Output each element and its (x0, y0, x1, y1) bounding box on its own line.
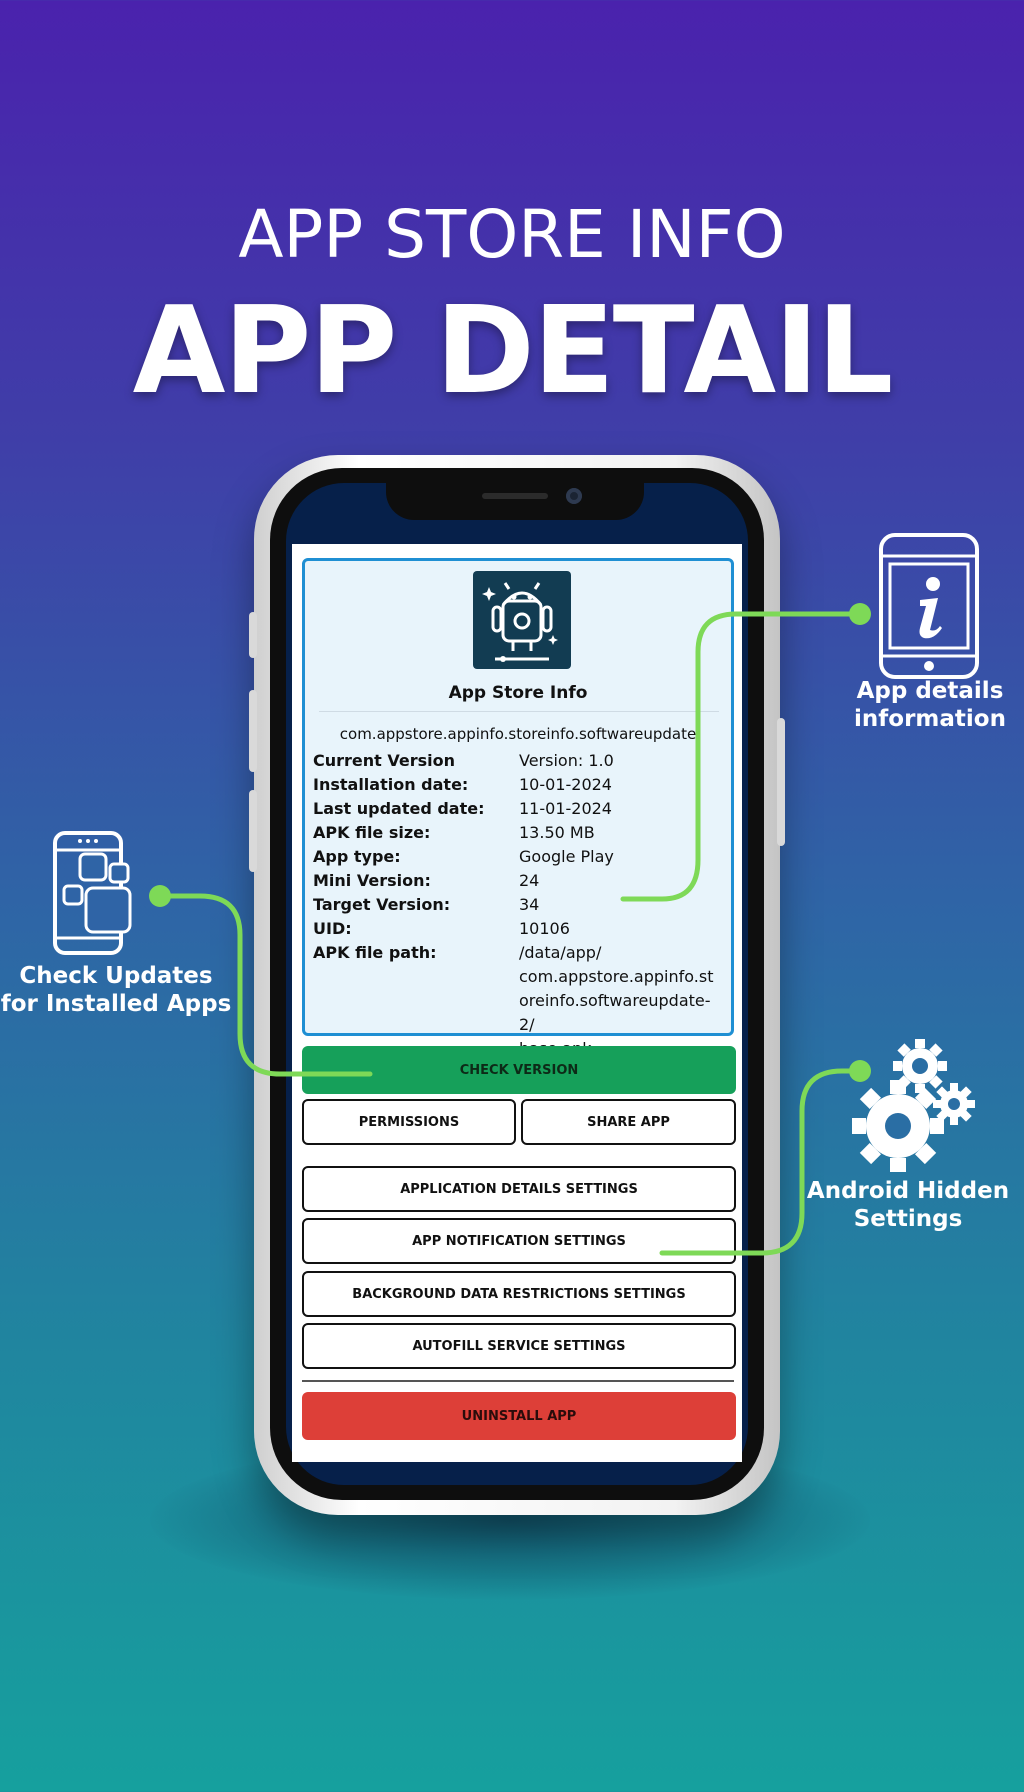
background-data-restrictions-settings-button[interactable]: BACKGROUND DATA RESTRICTIONS SETTINGS (302, 1271, 736, 1317)
detail-row: Target Version: 34 (313, 893, 723, 917)
divider (302, 1380, 734, 1382)
detail-value: Google Play (519, 847, 614, 866)
detail-value: 11-01-2024 (519, 799, 612, 818)
detail-row: Last updated date: 11-01-2024 (313, 797, 723, 821)
phone-side-button (777, 718, 785, 846)
detail-row: APK file size: 13.50 MB (313, 821, 723, 845)
promo-title: APP DETAIL (132, 282, 894, 421)
callout-android-hidden-settings: Android Hidden Settings (806, 1178, 1010, 1232)
detail-label: UID: (313, 919, 352, 938)
phone-side-button (249, 690, 257, 772)
callout-app-details-information: App details information (854, 678, 1006, 732)
app-name: App Store Info (448, 683, 588, 703)
application-details-settings-button[interactable]: APPLICATION DETAILS SETTINGS (302, 1166, 736, 1212)
check-version-button[interactable]: CHECK VERSION (302, 1046, 736, 1094)
autofill-service-settings-button[interactable]: AUTOFILL SERVICE SETTINGS (302, 1323, 736, 1369)
uninstall-app-button[interactable]: UNINSTALL APP (302, 1392, 736, 1440)
detail-value: Version: 1.0 (519, 751, 614, 770)
detail-row: App type: Google Play (313, 845, 723, 869)
detail-row: UID: 10106 (313, 917, 723, 941)
phone-info-icon (878, 532, 980, 684)
divider (319, 711, 719, 712)
app-screen: App Store Info com.appstore.appinfo.stor… (292, 544, 742, 1462)
detail-row: Mini Version: 24 (313, 869, 723, 893)
phone-speaker (482, 493, 548, 499)
detail-label: Current Version (313, 751, 456, 770)
detail-label: APK file path: (313, 943, 437, 962)
detail-label: Installation date: (313, 775, 469, 794)
detail-row: Installation date: 10-01-2024 (313, 773, 723, 797)
phone-apps-icon (52, 830, 140, 962)
detail-row: Current Version Version: 1.0 (313, 749, 723, 773)
package-name: com.appstore.appinfo.storeinfo.softwareu… (339, 725, 697, 743)
android-gear-icon (473, 571, 571, 669)
share-app-button[interactable]: SHARE APP (521, 1099, 736, 1145)
detail-value: 24 (519, 871, 540, 890)
app-info-card: App Store Info com.appstore.appinfo.stor… (302, 558, 734, 1058)
detail-value: 34 (519, 895, 540, 914)
detail-label: App type: (313, 847, 401, 866)
detail-value: 10106 (519, 919, 570, 938)
detail-label: Target Version: (313, 895, 451, 914)
detail-row: APK file path: /data/app/ com.appstore.ap… (313, 941, 723, 1061)
detail-value: 10-01-2024 (519, 775, 612, 794)
phone-side-button (249, 790, 257, 872)
phone-camera (566, 488, 582, 504)
gears-icon (850, 1038, 980, 1182)
detail-value: 13.50 MB (519, 823, 595, 842)
callout-check-updates: Check Updates for Installed Apps (0, 963, 232, 1017)
detail-label: Last updated date: (313, 799, 485, 818)
detail-label: APK file size: (313, 823, 431, 842)
promo-subtitle: APP STORE INFO (238, 196, 786, 273)
app-notification-settings-button[interactable]: APP NOTIFICATION SETTINGS (302, 1218, 736, 1264)
detail-value: /data/app/ com.appstore.appinfo.st orein… (519, 943, 714, 1058)
phone-side-button (249, 612, 257, 658)
detail-label: Mini Version: (313, 871, 431, 890)
permissions-button[interactable]: PERMISSIONS (302, 1099, 516, 1145)
